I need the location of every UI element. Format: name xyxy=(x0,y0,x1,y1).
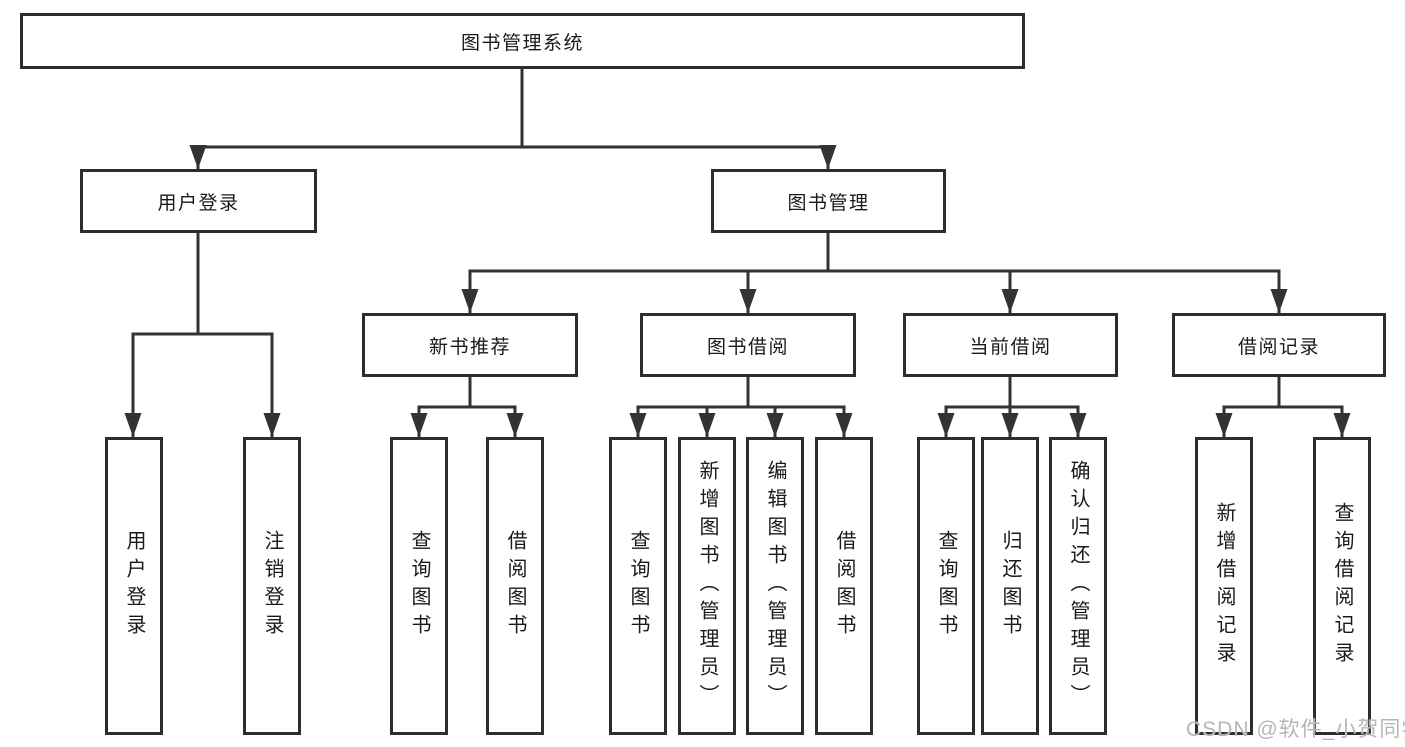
node-current-borrow: 当前借阅 xyxy=(903,313,1118,377)
node-library-system-label: 图书管理系统 xyxy=(460,32,584,54)
node-book-management-label: 图书管理 xyxy=(787,192,870,214)
node-borrow-records-label: 借阅记录 xyxy=(1237,336,1320,358)
node-book-borrow: 图书借阅 xyxy=(640,313,856,377)
leaf-borrow-books: 借阅图书 xyxy=(815,437,873,735)
node-library-system: 图书管理系统 xyxy=(20,13,1025,69)
node-book-management: 图书管理 xyxy=(711,169,946,233)
leaf-user-login: 用户登录 xyxy=(105,437,163,735)
node-current-borrow-label: 当前借阅 xyxy=(969,336,1052,358)
leaf-confirm-return-admin: 确认归还（管理员） xyxy=(1049,437,1107,735)
leaf-add-book-admin: 新增图书（管理员） xyxy=(678,437,736,735)
leaf-query-books-recommend: 查询图书 xyxy=(390,437,448,735)
node-user-login-label: 用户登录 xyxy=(157,192,240,214)
leaf-query-books-current: 查询图书 xyxy=(917,437,975,735)
leaf-borrow-books-recommend: 借阅图书 xyxy=(486,437,544,735)
node-new-book-recommend-label: 新书推荐 xyxy=(428,336,511,358)
leaf-return-book: 归还图书 xyxy=(981,437,1039,735)
leaf-logout: 注销登录 xyxy=(243,437,301,735)
leaf-add-borrow-record: 新增借阅记录 xyxy=(1195,437,1253,735)
leaf-query-borrow-record: 查询借阅记录 xyxy=(1313,437,1371,735)
leaf-query-books-borrow: 查询图书 xyxy=(609,437,667,735)
node-new-book-recommend: 新书推荐 xyxy=(362,313,578,377)
leaf-edit-book-admin: 编辑图书（管理员） xyxy=(746,437,804,735)
node-user-login: 用户登录 xyxy=(80,169,317,233)
csdn-watermark: CSDN @软件_小贺同学 xyxy=(1186,718,1405,741)
node-borrow-records: 借阅记录 xyxy=(1172,313,1386,377)
node-book-borrow-label: 图书借阅 xyxy=(706,336,789,358)
